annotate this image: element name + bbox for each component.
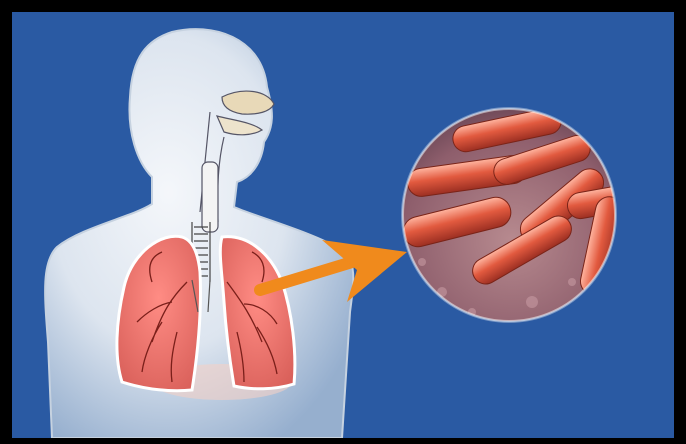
illustration-canvas bbox=[12, 12, 674, 438]
bacteria-magnification bbox=[392, 102, 670, 332]
illustration-svg bbox=[12, 12, 674, 438]
